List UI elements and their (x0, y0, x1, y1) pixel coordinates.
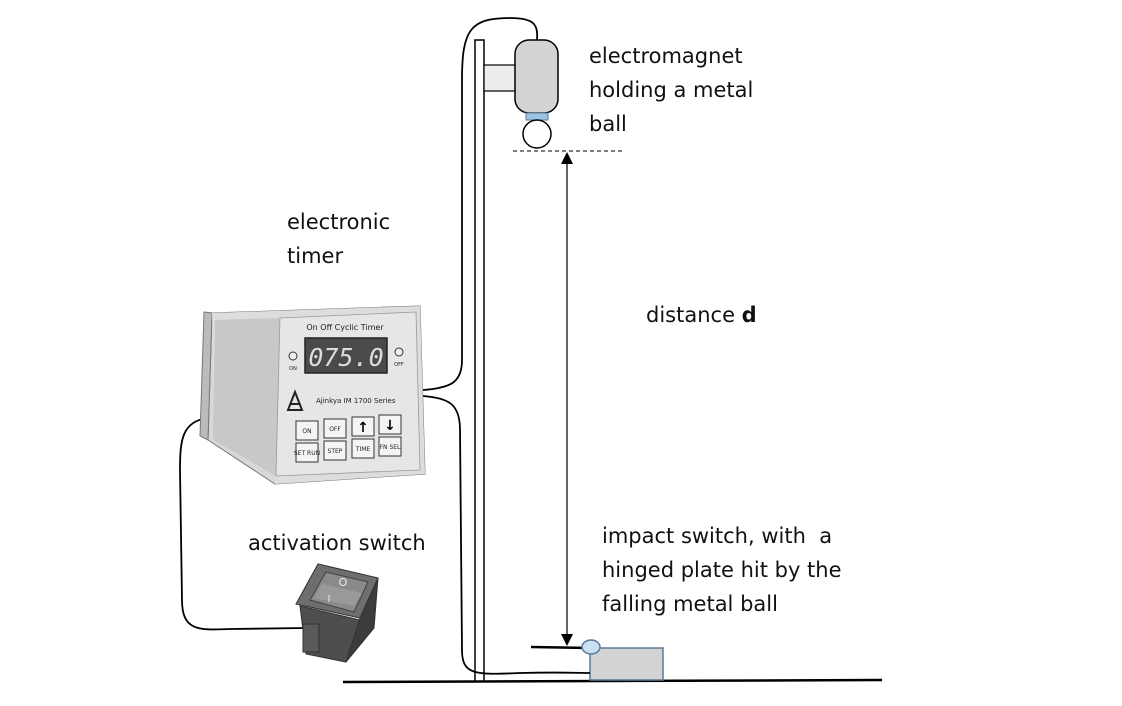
key-on-label: ON (302, 428, 311, 435)
key-up[interactable] (351, 416, 375, 437)
wire-timer-to-impact (422, 395, 591, 675)
timer-display: 075.0 (308, 343, 383, 372)
timer-display-window (304, 337, 388, 374)
switch-terminal (302, 623, 320, 653)
activation-switch[interactable]: O I (295, 563, 379, 663)
key-step[interactable] (323, 440, 347, 461)
key-step-label: STEP (328, 448, 343, 455)
distance-variable: d (741, 303, 757, 327)
key-off-label: OFF (329, 426, 341, 433)
key-set-run[interactable] (295, 442, 319, 463)
impact-switch-label: impact switch, with a hinged plate hit b… (602, 524, 842, 616)
on-indicator (288, 351, 298, 361)
magnet-arm (483, 64, 517, 92)
ground-line (342, 678, 883, 684)
key-down-label: ↓ (384, 418, 396, 434)
on-indicator-label: ON (289, 366, 297, 372)
key-time-label: TIME (355, 446, 371, 453)
impact-switch-box (589, 647, 664, 681)
metal-ball (522, 119, 552, 149)
hinge-pivot (581, 639, 601, 655)
activation-switch-label: activation switch (248, 531, 426, 555)
switch-mark-bottom: I (328, 594, 331, 605)
key-set-run-label: SET RUN (294, 450, 320, 457)
electromagnet-body (514, 39, 559, 114)
wire-timer-to-switch (179, 417, 306, 631)
wire-timer-to-magnet (422, 17, 539, 391)
off-indicator-label: OFF (394, 362, 404, 368)
vertical-stand (474, 39, 485, 682)
electromagnet-label: electromagnet holding a metal ball (589, 44, 754, 136)
key-time[interactable] (351, 438, 375, 459)
key-fn-sel[interactable] (378, 436, 402, 457)
electromagnet-tip (525, 112, 549, 121)
distance-prefix: distance (646, 303, 742, 327)
key-up-label: ↑ (357, 420, 369, 436)
timer-header: On Off Cyclic Timer (306, 323, 384, 332)
brand-logo-icon (286, 389, 304, 411)
timer-keypad: ON OFF ↑ ↓ SET RUN STEP TIME FN SEL (294, 414, 402, 463)
key-on[interactable] (295, 420, 319, 441)
switch-mark-top: O (339, 576, 348, 589)
key-down[interactable] (378, 414, 402, 435)
electronic-timer: On Off Cyclic Timer 075.0 ON OFF Ajinkya… (199, 305, 426, 485)
off-indicator (394, 347, 404, 357)
distance-label: distance d (646, 298, 757, 332)
key-off[interactable] (323, 418, 347, 439)
timer-label: electronic timer (287, 210, 391, 268)
hinged-plate (530, 645, 591, 650)
key-fn-sel-label: FN SEL (380, 444, 401, 451)
timer-brand: Ajinkya IM 1700 Series (316, 397, 396, 405)
